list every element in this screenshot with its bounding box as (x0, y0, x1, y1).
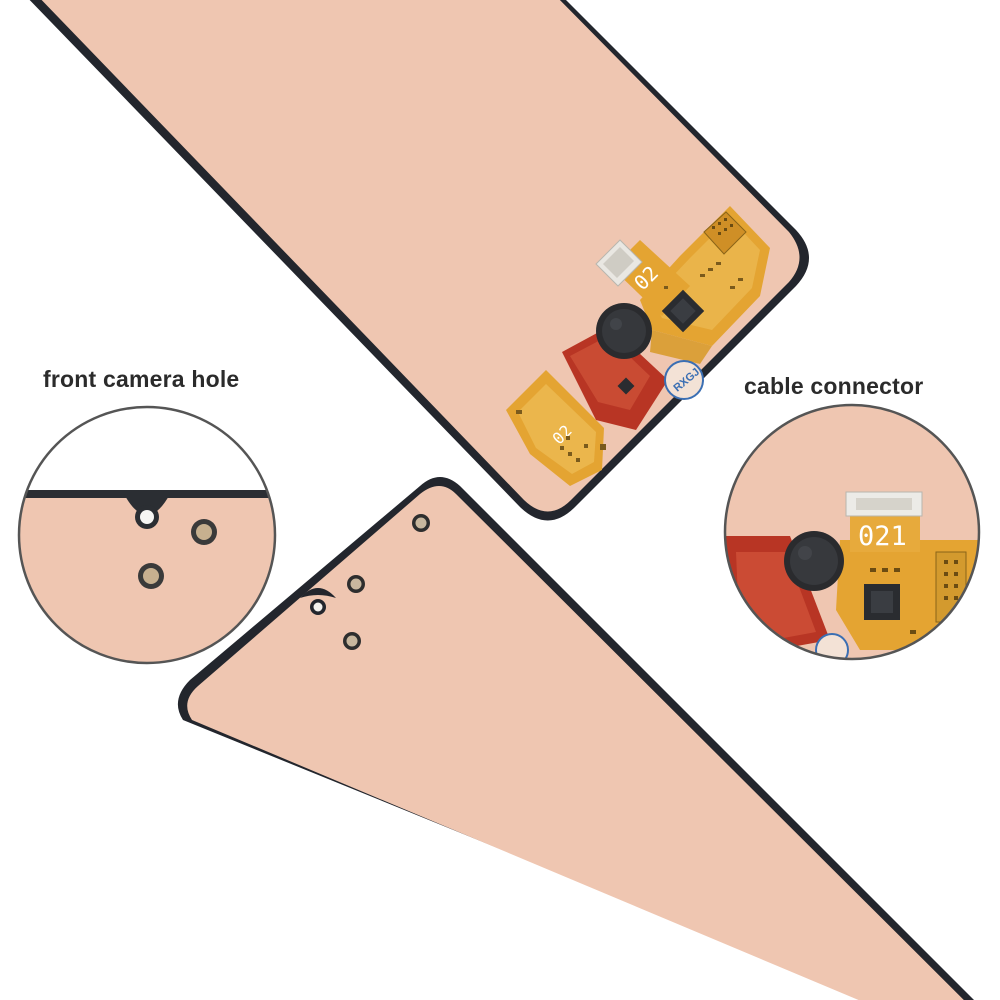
connector-zoom-ring (723, 403, 981, 661)
camera-zoom-callout (17, 405, 277, 665)
zoom-brand-stamp (815, 633, 849, 659)
flex-cable: 02 (506, 206, 770, 486)
bottom-screen-notch (300, 588, 336, 598)
connector-zoom-callout: 021 (723, 403, 981, 661)
zoom-flex-code-label: 021 (858, 521, 907, 552)
bottom-screen (177, 477, 974, 1000)
top-screen: 02 (29, 0, 809, 521)
board-connector (703, 211, 747, 255)
brand-stamp (664, 360, 704, 400)
camera-zoom-ring (17, 405, 277, 665)
bottom-screen-panel (187, 486, 964, 1000)
cable-connector-label: cable connector (744, 373, 924, 399)
front-camera-hole-label: front camera hole (43, 366, 240, 392)
